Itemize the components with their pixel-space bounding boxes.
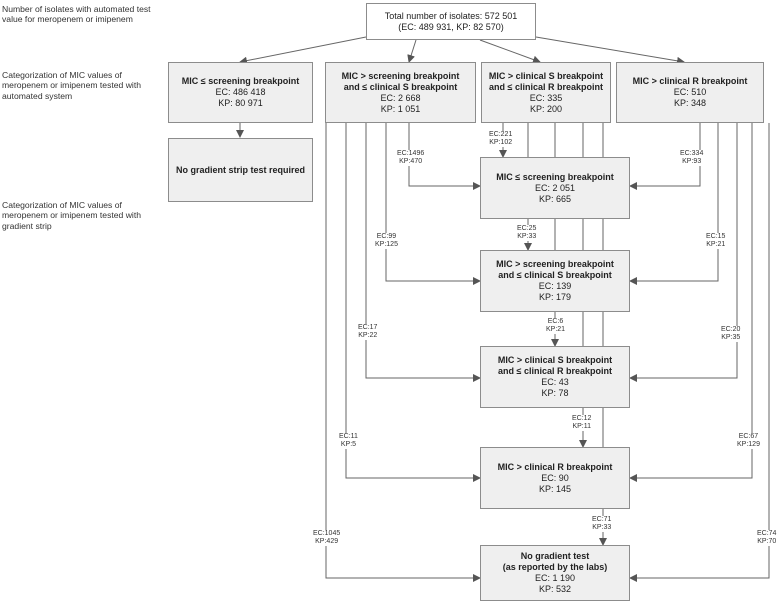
- no-gradient-test-box: No gradient test (as reported by the lab…: [480, 545, 630, 601]
- gradient-box-screening-to-s: MIC > screening breakpoint and ≤ clinica…: [480, 250, 630, 312]
- box-ec: EC: 1 190: [534, 573, 576, 583]
- box-kp: KP: 348: [673, 98, 707, 108]
- box-title-2: and ≤ clinical R breakpoint: [498, 366, 612, 376]
- box-title: MIC > screening breakpoint: [341, 70, 460, 81]
- box-ec: EC: 2 668: [380, 92, 421, 103]
- automated-box-gt-r: MIC > clinical R breakpoint EC: 510 KP: …: [616, 62, 764, 123]
- box-title: No gradient test: [520, 551, 590, 561]
- automated-box-le-screening: MIC ≤ screening breakpoint EC: 486 418 K…: [168, 62, 313, 123]
- box-ec: EC: 43: [541, 377, 569, 387]
- side-label-gradient: Categorization of MIC values of meropene…: [2, 200, 141, 231]
- box-kp: KP: 179: [538, 292, 572, 302]
- box-title: MIC ≤ screening breakpoint: [181, 76, 300, 86]
- box-kp: KP: 145: [538, 483, 572, 494]
- box-kp: KP: 78: [541, 388, 569, 398]
- side-label-automated: Categorization of MIC values of meropene…: [2, 70, 141, 101]
- side-label-isolates: Number of isolates with automated test v…: [2, 4, 151, 25]
- gradient-box-s-to-r: MIC > clinical S breakpoint and ≤ clinic…: [480, 346, 630, 408]
- root-total: Total number of isolates: 572 501: [384, 10, 518, 21]
- no-gradient-required-box: No gradient strip test required: [168, 138, 313, 202]
- box-title-2: and ≤ clinical S breakpoint: [498, 270, 612, 280]
- box-kp: KP: 1 051: [380, 103, 421, 114]
- box-title: MIC > clinical R breakpoint: [497, 461, 613, 472]
- box-ec: EC: 486 418: [215, 87, 266, 97]
- box-ec: EC: 510: [673, 87, 707, 97]
- automated-box-screening-to-s: MIC > screening breakpoint and ≤ clinica…: [325, 62, 476, 123]
- box-title: MIC > clinical S breakpoint: [488, 70, 604, 81]
- box-title: No gradient strip test required: [175, 164, 306, 175]
- box-ec: EC: 139: [538, 281, 572, 291]
- box-title: MIC > screening breakpoint: [496, 259, 614, 269]
- box-kp: KP: 80 971: [218, 98, 263, 108]
- box-title: MIC ≤ screening breakpoint: [496, 171, 614, 182]
- box-title: MIC > clinical R breakpoint: [632, 76, 748, 86]
- gradient-box-le-screening: MIC ≤ screening breakpoint EC: 2 051 KP:…: [480, 157, 630, 219]
- root-breakdown: (EC: 489 931, KP: 82 570): [398, 21, 504, 32]
- box-kp: KP: 532: [538, 584, 572, 594]
- box-title-2: and ≤ clinical R breakpoint: [489, 81, 603, 92]
- box-ec: EC: 2 051: [534, 182, 576, 193]
- box-title-2: and ≤ clinical S breakpoint: [343, 81, 458, 92]
- box-kp: KP: 200: [529, 103, 563, 114]
- box-kp: KP: 665: [538, 193, 572, 204]
- box-ec: EC: 335: [529, 92, 563, 103]
- gradient-box-gt-r: MIC > clinical R breakpoint EC: 90 KP: 1…: [480, 447, 630, 509]
- root-box: Total number of isolates: 572 501 (EC: 4…: [366, 3, 536, 40]
- box-title-2: (as reported by the labs): [502, 562, 608, 572]
- automated-box-s-to-r: MIC > clinical S breakpoint and ≤ clinic…: [481, 62, 611, 123]
- box-title: MIC > clinical S breakpoint: [497, 355, 613, 365]
- box-ec: EC: 90: [541, 472, 569, 483]
